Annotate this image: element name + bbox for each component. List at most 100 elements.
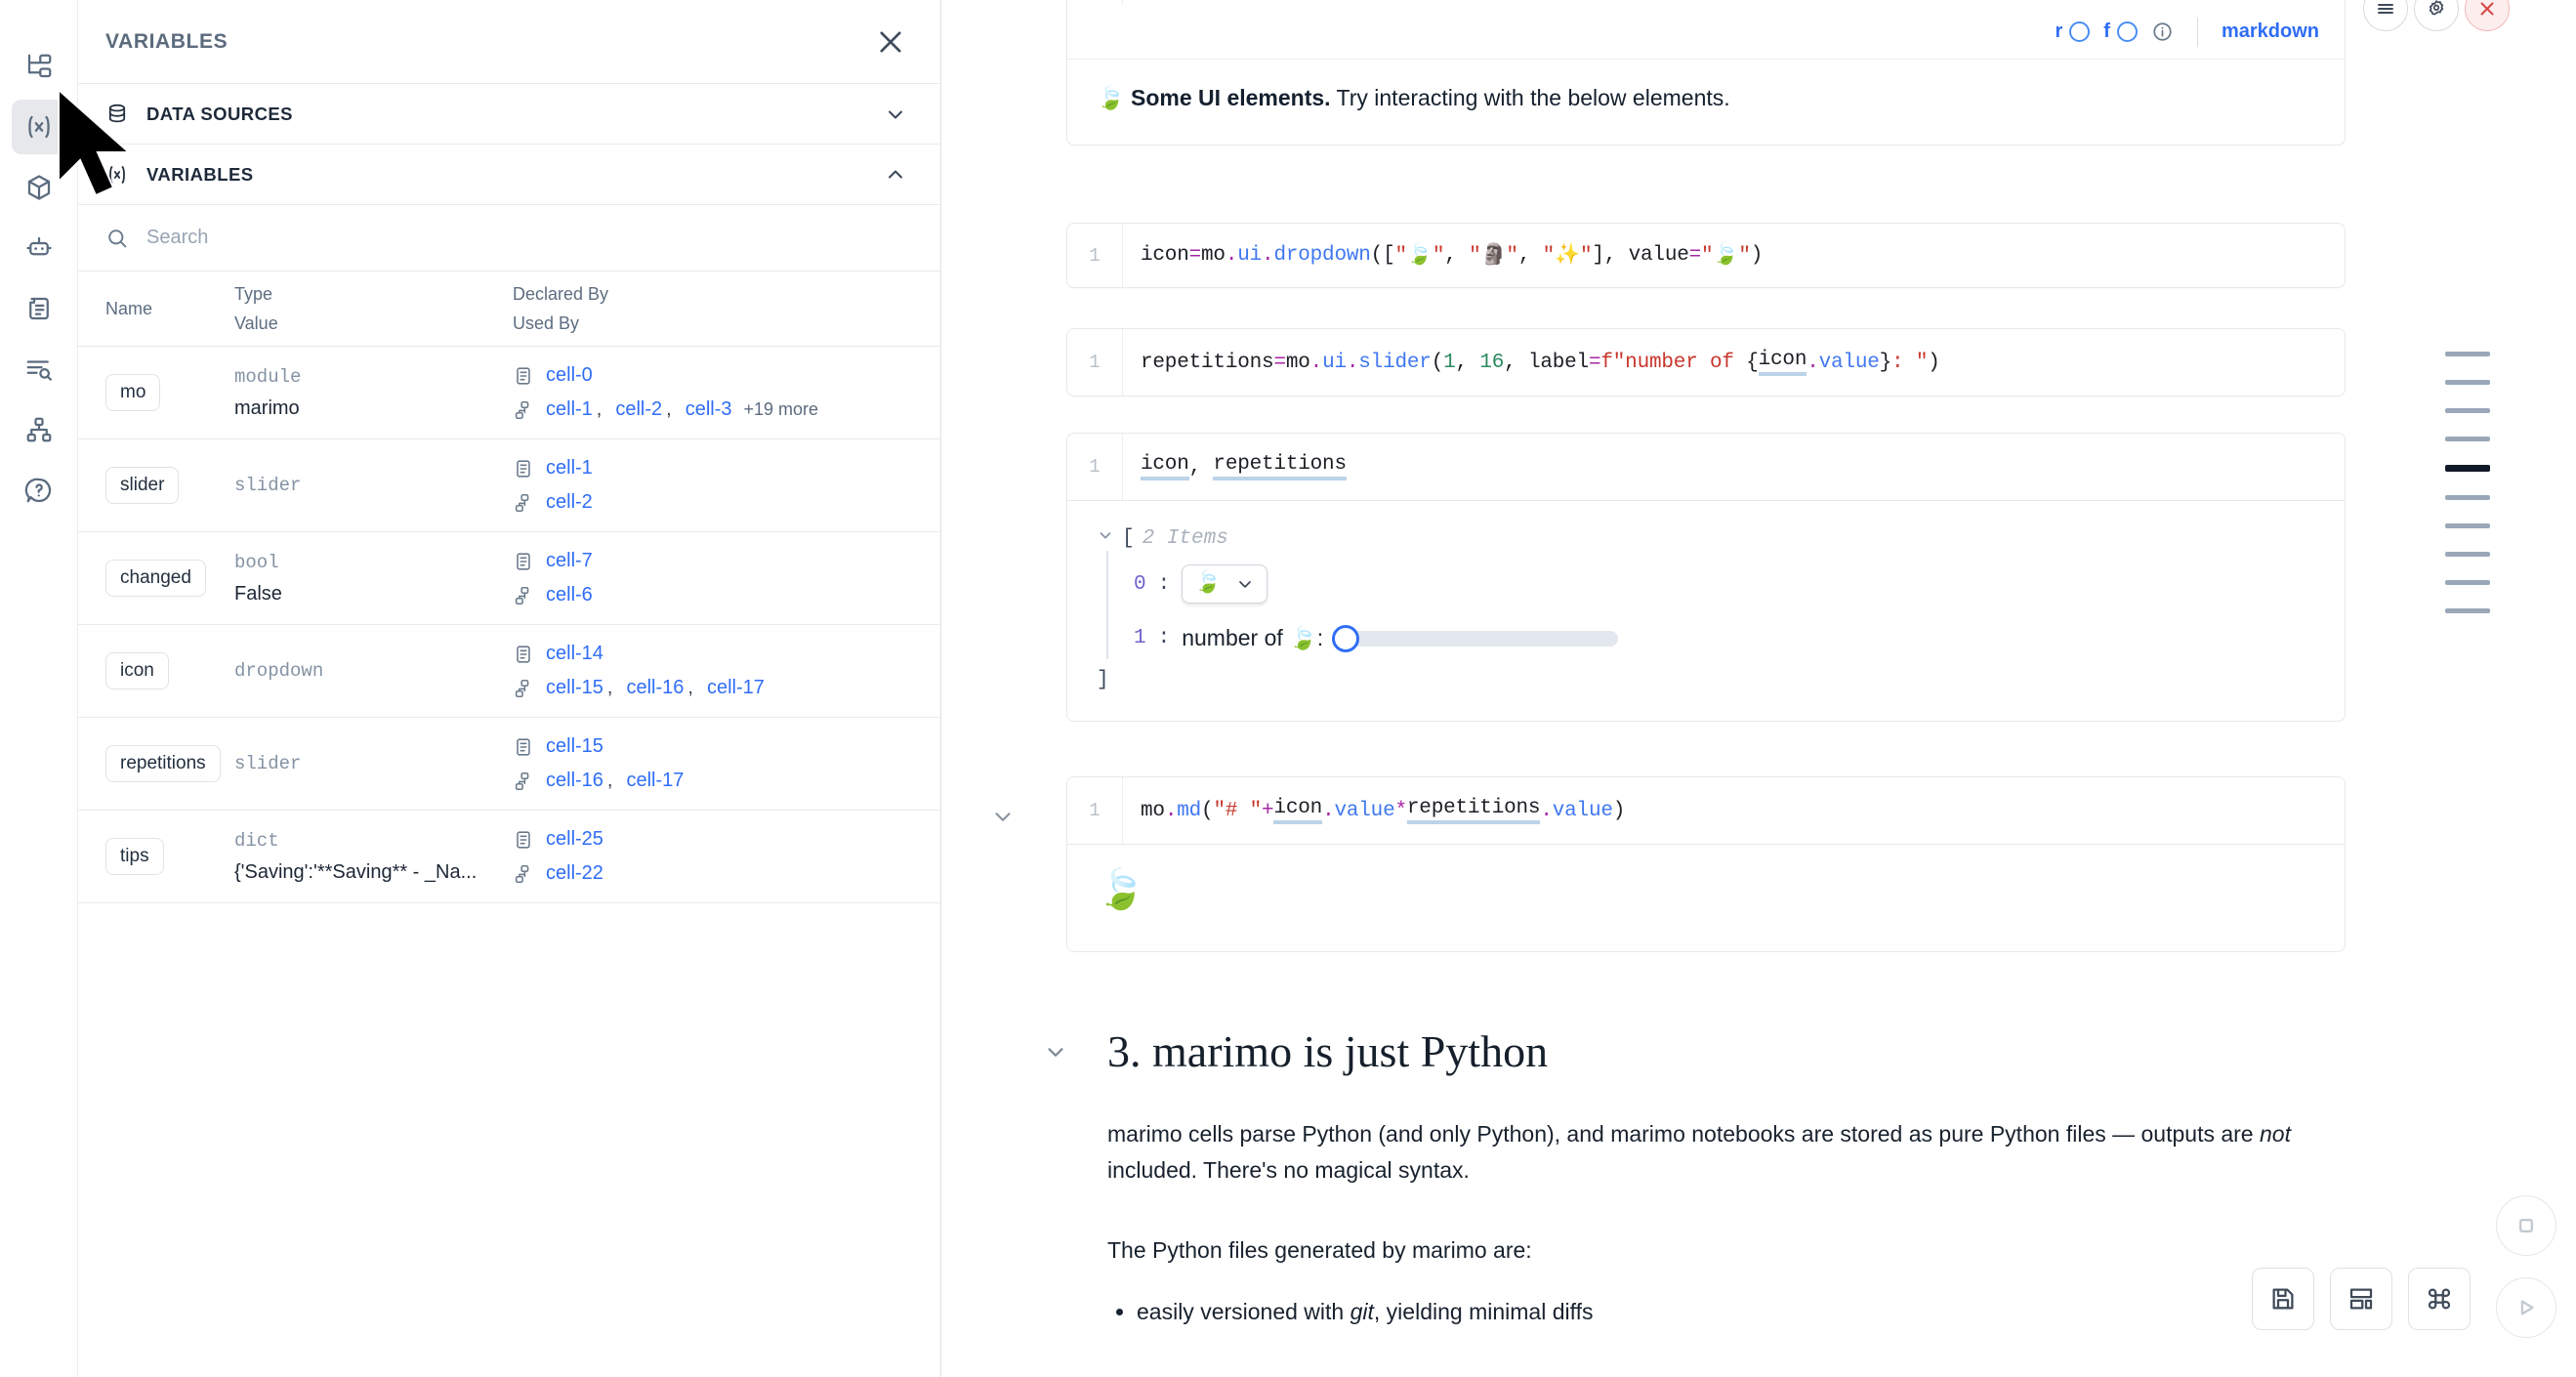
variable-type: dropdown bbox=[234, 660, 324, 682]
list-index: 1 bbox=[1134, 627, 1146, 649]
stop-button[interactable] bbox=[2496, 1195, 2556, 1256]
help-question-icon[interactable] bbox=[12, 463, 66, 518]
cell-link[interactable]: cell-16 bbox=[626, 677, 685, 698]
variable-name-chip[interactable]: changed bbox=[105, 560, 206, 597]
minimap-line[interactable] bbox=[2445, 552, 2490, 557]
dropdown-widget[interactable]: 🍃 bbox=[1182, 564, 1267, 604]
cell-link[interactable]: cell-2 bbox=[615, 398, 663, 420]
run-button[interactable] bbox=[2496, 1277, 2556, 1338]
markdown-rendered-output: 🍃 Some UI elements. Try interacting with… bbox=[1067, 60, 2345, 145]
cell-link[interactable]: cell-25 bbox=[546, 828, 603, 850]
code-line-dropdown[interactable]: icon = mo.ui.dropdown(["🍃", "🗿", "✨"], v… bbox=[1122, 224, 2345, 287]
scroll-document-icon[interactable] bbox=[12, 281, 66, 336]
section-collapse-chevron-icon[interactable] bbox=[1043, 1039, 1068, 1064]
variable-type: bool bbox=[234, 551, 279, 573]
code-box[interactable]: 1 icon = mo.ui.dropdown(["🍃", "🗿", "✨"],… bbox=[1066, 223, 2346, 288]
markdown-source-line[interactable]: """🍃 Some UI elements.""" Try interactin… bbox=[1122, 0, 2345, 5]
save-button[interactable] bbox=[2252, 1268, 2314, 1330]
variables-icon[interactable] bbox=[11, 100, 66, 154]
variable-value: {'Saving':'**Saving** - _Na... bbox=[234, 860, 478, 883]
command-palette-button[interactable] bbox=[2408, 1268, 2471, 1330]
search-list-icon[interactable] bbox=[12, 342, 66, 396]
code-cell-slider: 1 repetitions = mo.ui.slider(1, 16, labe… bbox=[1066, 328, 2346, 396]
markdown-emoji: 🍃 bbox=[1097, 85, 1125, 110]
cell-settings-gear-icon[interactable] bbox=[2414, 0, 2459, 31]
cell-type-value: slider bbox=[234, 438, 513, 532]
cell-collapse-chevron-icon[interactable] bbox=[990, 804, 1016, 829]
minimap-line[interactable] bbox=[2445, 608, 2490, 613]
variables-search-row[interactable] bbox=[78, 205, 940, 271]
frozen-toggle[interactable]: f bbox=[2103, 21, 2138, 43]
declared-by-row: cell-25 bbox=[513, 828, 931, 851]
slider-widget[interactable] bbox=[1332, 624, 1619, 652]
search-input[interactable] bbox=[146, 227, 913, 249]
package-cube-icon[interactable] bbox=[12, 160, 66, 215]
code-box[interactable]: 1 icon, repetitions bbox=[1066, 433, 2346, 501]
cell-link[interactable]: cell-0 bbox=[546, 364, 593, 386]
cell-link[interactable]: cell-14 bbox=[546, 643, 603, 664]
cell-document-icon bbox=[513, 458, 534, 480]
cell-link[interactable]: cell-1 bbox=[546, 398, 593, 420]
used-by-more-label[interactable]: +19 more bbox=[743, 399, 819, 419]
code-line-md[interactable]: mo.md("# " + icon.value * repetitions.va… bbox=[1122, 777, 2345, 844]
minimap-line[interactable] bbox=[2445, 580, 2490, 585]
cell-link[interactable]: cell-7 bbox=[546, 550, 593, 571]
variable-name-chip[interactable]: mo bbox=[105, 374, 161, 411]
file-tree-icon[interactable] bbox=[12, 39, 66, 94]
layout-button[interactable] bbox=[2330, 1268, 2392, 1330]
cell-link[interactable]: cell-15 bbox=[546, 677, 603, 698]
cell-link[interactable]: cell-6 bbox=[546, 584, 593, 605]
reactive-toggle[interactable]: r bbox=[2056, 21, 2091, 43]
cell-link[interactable]: cell-17 bbox=[706, 677, 765, 698]
minimap-line[interactable] bbox=[2445, 437, 2490, 441]
bullet-1-part-a: easily versioned with bbox=[1137, 1298, 1350, 1324]
dependency-graph-icon[interactable] bbox=[12, 402, 66, 457]
cell-link[interactable]: cell-17 bbox=[626, 770, 685, 791]
minimap-line[interactable] bbox=[2445, 380, 2490, 385]
code-line-slider[interactable]: repetitions = mo.ui.slider(1, 16, label=… bbox=[1122, 329, 2345, 396]
variable-name-chip[interactable]: slider bbox=[105, 467, 180, 504]
minimap-line[interactable] bbox=[2445, 523, 2490, 528]
cell-link[interactable]: cell-2 bbox=[546, 491, 593, 513]
code-line-display[interactable]: icon, repetitions bbox=[1122, 434, 2345, 500]
cell-delete-close-icon[interactable] bbox=[2465, 0, 2510, 31]
code-box[interactable]: 1 mo.md("# " + icon.value * repetitions.… bbox=[1066, 776, 2346, 845]
cell-link[interactable]: cell-16 bbox=[546, 770, 603, 791]
cell-link[interactable]: cell-15 bbox=[546, 735, 603, 757]
section-variables[interactable]: VARIABLES bbox=[78, 145, 940, 205]
paragraph-1-italic: not bbox=[2260, 1121, 2291, 1147]
variable-name-chip[interactable]: tips bbox=[105, 838, 164, 875]
cell-link[interactable]: cell-1 bbox=[546, 457, 593, 479]
minimap-line[interactable] bbox=[2445, 465, 2490, 472]
dependency-icon bbox=[513, 678, 534, 699]
table-row[interactable]: slider slider cell-1 cell-2 bbox=[78, 438, 940, 532]
variable-name-chip[interactable]: repetitions bbox=[105, 745, 221, 782]
slider-thumb[interactable] bbox=[1332, 624, 1360, 652]
language-badge[interactable]: markdown bbox=[2221, 21, 2319, 42]
notebook-minimap[interactable] bbox=[2445, 352, 2490, 613]
close-icon[interactable] bbox=[874, 25, 907, 59]
object-list-header[interactable]: [ 2 Items bbox=[1097, 526, 2315, 551]
minimap-line[interactable] bbox=[2445, 352, 2490, 356]
variable-name-chip[interactable]: icon bbox=[105, 652, 169, 689]
cell-declared-used: cell-25 cell-22 bbox=[513, 810, 940, 903]
minimap-line[interactable] bbox=[2445, 495, 2490, 500]
robot-icon[interactable] bbox=[12, 221, 66, 275]
cell-link[interactable]: cell-3 bbox=[685, 398, 732, 420]
section-data-sources[interactable]: DATA SOURCES bbox=[78, 84, 940, 145]
minimap-line[interactable] bbox=[2445, 408, 2490, 413]
code-box[interactable]: 1 repetitions = mo.ui.slider(1, 16, labe… bbox=[1066, 328, 2346, 396]
cell-link[interactable]: cell-22 bbox=[546, 862, 603, 884]
cell-variable-name: tips bbox=[78, 810, 234, 903]
items-count-label: 2 Items bbox=[1142, 527, 1228, 550]
cell-menu-button[interactable] bbox=[2363, 0, 2408, 31]
object-list-entries: 0: 🍃 1: number of 🍃: bbox=[1106, 551, 2315, 659]
info-icon[interactable] bbox=[2151, 21, 2174, 43]
